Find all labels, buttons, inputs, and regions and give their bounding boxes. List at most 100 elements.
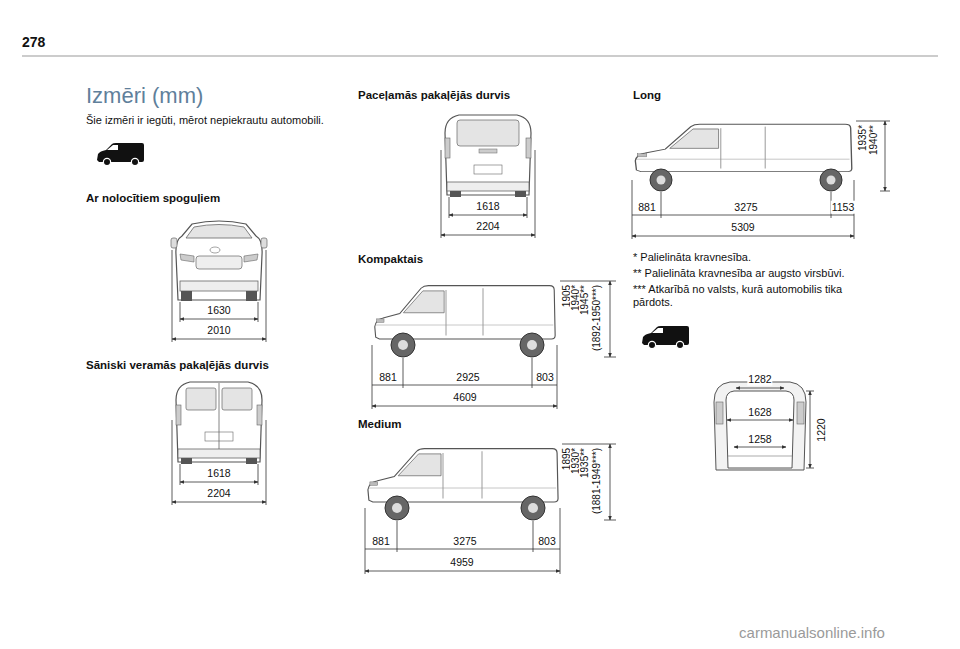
section-heading: Kompaktais [358,253,423,267]
van-icon [97,143,144,166]
drawing-part [171,238,177,248]
dimension-value: 2204 [475,220,500,233]
dimension-value: 1220 [815,417,828,442]
drawing-part [449,215,527,216]
drawing-part [180,482,258,483]
dimension-lines [632,121,890,239]
drawing-part [441,235,535,236]
side-view [368,449,558,520]
drawing-part [610,281,611,357]
dimension-lines [365,444,616,574]
cargo-opening [714,382,806,470]
dimension-value: 1618 [475,200,500,213]
dimension-value: (1881-1949***) [591,447,603,515]
dimension-value: 803 [537,535,557,548]
dimension-lines [172,420,266,505]
dimension-value: 1282 [747,373,772,386]
dimension-value: 3275 [452,535,477,548]
drawing-part [365,549,560,550]
dimension-value: 4959 [449,556,474,569]
drawing-part [181,291,192,301]
drawing-part [528,503,538,513]
drawing-part [391,333,415,357]
drawing-part [632,236,854,237]
drawing-part [657,176,666,185]
dimension-value: 2204 [206,487,231,500]
dimension-value: 2010 [206,324,231,337]
drawing-part [820,169,842,191]
drawing-part [398,340,408,350]
drawing-part [806,391,814,468]
rear-view [176,382,262,464]
dimension-value: 2925 [455,371,480,384]
section-heading: Sāniski veramās pakaļējās durvis [86,359,269,373]
dimension-value: 881 [371,535,391,548]
drawing-part [368,449,558,502]
drawing-part [716,402,723,424]
dimension-value: 5309 [730,221,755,234]
drawing-part [727,420,793,421]
drawing-part [219,383,220,449]
side-view [635,124,851,191]
drawing-part [365,508,560,574]
dimension-value: 1945** [579,284,591,316]
side-view [375,286,555,357]
drawing-part [375,286,555,339]
drawing-part [441,150,535,238]
section-heading: Long [633,89,661,103]
drawing-part [632,215,854,216]
page-number: 278 [22,34,45,51]
front-view [171,221,267,301]
dimension-value: 4609 [452,391,477,404]
drawing-part [172,420,266,505]
drawing-part [728,456,792,457]
drawing-part [172,502,266,503]
drawing-part [827,176,836,185]
drawing-part [736,388,784,389]
footnote: * Palielināta kravnesība. [633,251,751,264]
drawing-part [797,402,804,424]
drawing-part [372,345,557,409]
dimension-lines [372,281,616,409]
drawing-part [810,391,811,468]
dimension-value: 881 [637,201,657,214]
dimension-lines [441,150,535,238]
dimension-lines [172,250,266,342]
drawing-part [856,121,890,191]
drawing-part [385,496,409,520]
drawing-part [176,221,262,300]
drawing-part [365,571,560,572]
drawing-part [172,339,266,340]
section-heading: Paceļamās pakaļējās durvis [358,89,510,103]
drawing-part [479,149,497,153]
drawing-part [610,444,611,520]
intro-text: Šie izmēri ir iegūti, mērot nepiekrautu … [86,114,324,127]
drawing-part [457,120,519,146]
dimension-value: 1618 [206,467,231,480]
dimension-value: 881 [378,371,398,384]
drawing-part [527,340,537,350]
drawing-part [172,250,266,342]
watermark: carmanualsonline.info [739,624,885,642]
rear-view [445,115,531,197]
drawing-part [186,388,216,410]
drawing-part [222,388,252,410]
dimension-value: 1935** [579,447,591,479]
section-heading: Ar nolocītiem spoguļiem [86,192,220,206]
drawing-part [261,238,267,248]
drawing-part [372,385,557,386]
drawing-part [560,281,616,357]
drawing-part [445,115,531,197]
dimension-value: 1258 [747,433,772,446]
drawing-part [180,254,258,262]
drawing-part [392,503,402,513]
drawing-part [176,382,262,464]
dimension-lines [727,388,814,468]
footnote: *** Atkarībā no valsts, kurā automobilis… [633,283,873,309]
drawing-part [562,444,616,520]
drawing-part [632,180,854,239]
drawing-part [885,121,886,191]
drawing-part [180,319,258,320]
dimension-value: 803 [535,371,555,384]
drawing-part [210,247,220,253]
